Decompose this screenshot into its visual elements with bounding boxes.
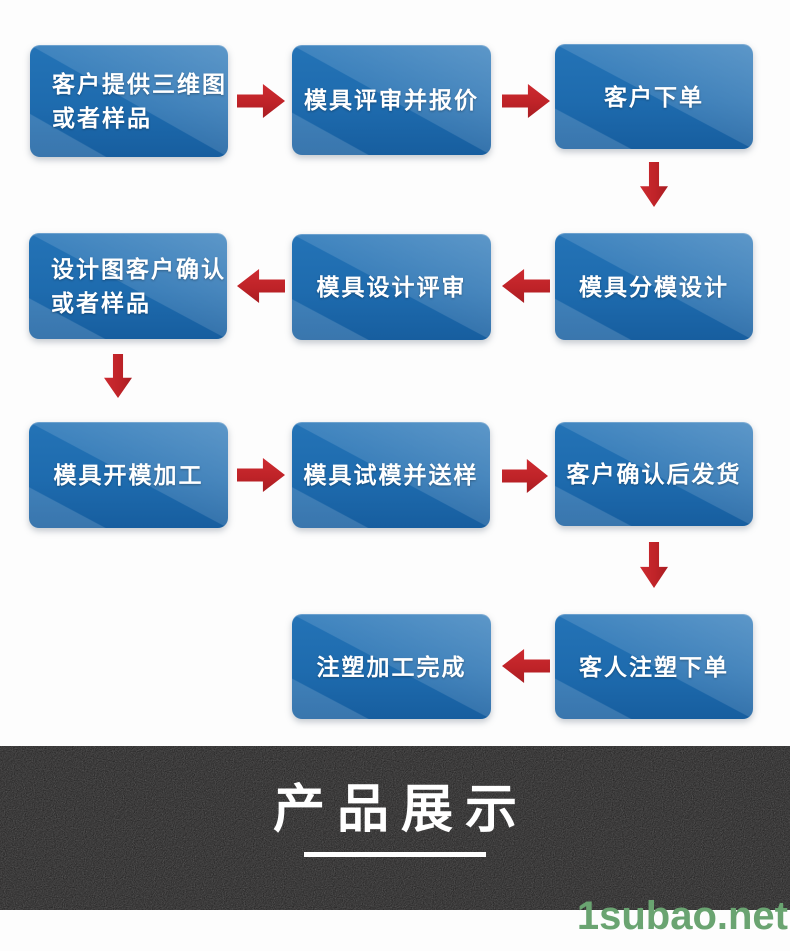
flow-step-label: 客人注塑下单	[579, 653, 729, 680]
flow-step-customer-order: 客户下单	[555, 44, 753, 149]
banner-title: 产品展示	[272, 781, 529, 839]
flow-step-mold-trial-sample: 模具试模并送样	[292, 422, 490, 528]
arrow-right-icon	[237, 84, 285, 118]
flow-step-injection-order: 客人注塑下单	[555, 614, 753, 719]
arrow-right-icon	[502, 84, 550, 118]
banner-title-underline	[304, 852, 486, 857]
flow-step-label: 模具设计评审	[316, 274, 467, 300]
flow-step-label: 客户提供三维图 或者样品	[52, 71, 227, 131]
site-watermark: 1subao.net	[576, 894, 788, 938]
arrow-left-icon	[237, 269, 285, 303]
flow-step-customer-provides-drawing: 客户提供三维图 或者样品	[30, 45, 228, 157]
arrow-right-icon	[502, 459, 548, 493]
flow-step-mold-design-review: 模具设计评审	[292, 234, 491, 340]
arrow-left-icon	[502, 269, 550, 303]
flow-step-label: 模具评审并报价	[304, 87, 479, 113]
arrow-down-icon	[640, 162, 668, 207]
flow-step-mold-review-quote: 模具评审并报价	[292, 45, 491, 155]
arrow-right-icon	[237, 458, 285, 492]
arrow-down-icon	[104, 354, 132, 398]
flow-step-label: 模具开模加工	[53, 462, 204, 488]
flow-step-label: 模具试模并送样	[303, 462, 479, 488]
flow-step-design-confirmation: 设计图客户确认 或者样品	[29, 233, 227, 339]
flow-step-label: 客户下单	[604, 83, 704, 110]
flow-step-label: 设计图客户确认 或者样品	[51, 256, 226, 316]
flow-step-mold-parting-design: 模具分模设计	[555, 233, 753, 340]
flow-step-label: 模具分模设计	[579, 273, 729, 300]
arrow-down-icon	[640, 542, 668, 588]
flow-step-confirm-shipment: 客户确认后发货	[555, 422, 753, 526]
arrow-left-icon	[502, 649, 550, 683]
flow-step-label: 注塑加工完成	[316, 653, 467, 680]
flow-step-label: 客户确认后发货	[566, 461, 742, 487]
product-display-banner: 产品展示	[0, 746, 790, 910]
flow-step-injection-complete: 注塑加工完成	[292, 614, 491, 719]
flow-step-mold-machining: 模具开模加工	[29, 422, 228, 528]
